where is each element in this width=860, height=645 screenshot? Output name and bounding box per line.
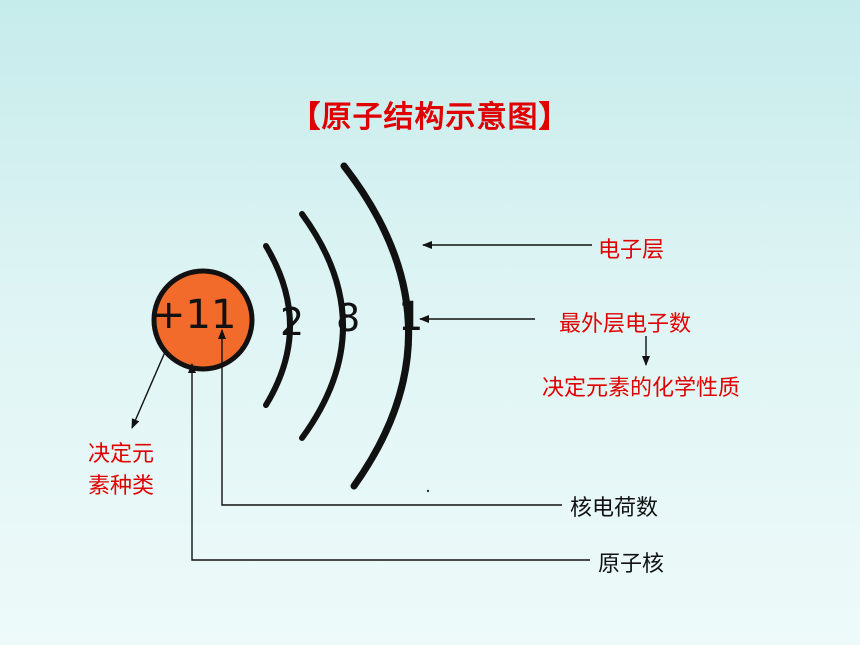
shell-count-3: 1 <box>398 294 424 340</box>
electron-shell-label: 电子层 <box>598 238 665 263</box>
element-type-arrow <box>131 351 166 429</box>
element-type-label-line1: 决定元 <box>88 442 155 467</box>
shell-count-1: 2 <box>280 300 305 344</box>
nuclear-charge-label: +11 <box>152 292 237 338</box>
electron-shell-arc-1 <box>263 243 293 408</box>
nuclear-charge-arrow <box>218 329 562 506</box>
shell-count-2: 8 <box>336 296 361 340</box>
electron-shell-arc-3 <box>340 162 412 490</box>
nucleus-arrow <box>188 363 590 561</box>
atomic-nucleus-text: 原子核 <box>598 552 665 577</box>
electron-shell-arc-2 <box>299 211 346 441</box>
nucleus-circle <box>151 268 255 372</box>
page-title: 【原子结构示意图】 <box>290 100 570 135</box>
small-dot <box>426 489 430 493</box>
outer-electrons-label: 最外层电子数 <box>559 312 692 337</box>
nuclear-charge-text: 核电荷数 <box>570 496 659 521</box>
chem-properties-label: 决定元素的化学性质 <box>542 376 741 401</box>
element-type-label-line2: 素种类 <box>88 474 155 499</box>
